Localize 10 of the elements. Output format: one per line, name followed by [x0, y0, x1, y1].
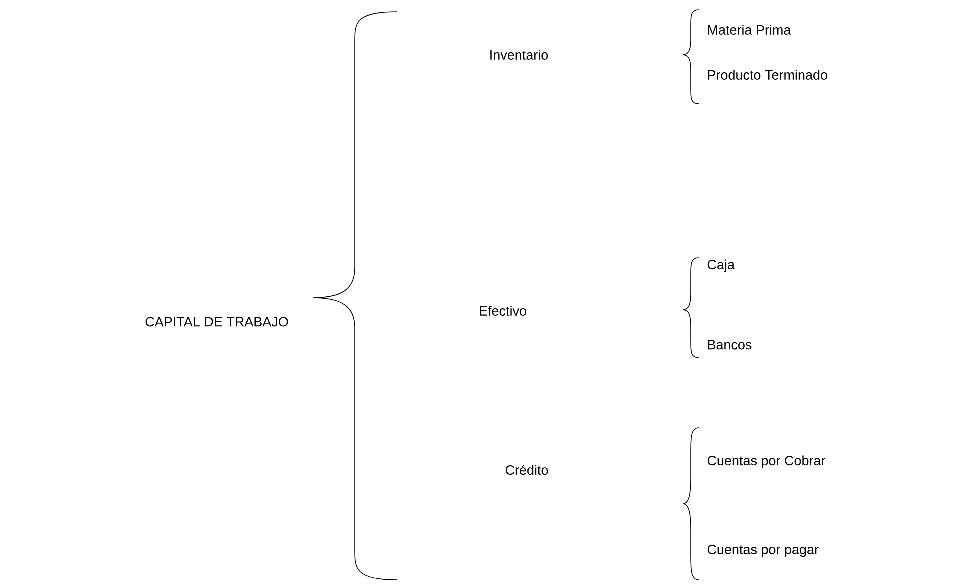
item-label: Bancos [708, 340, 752, 350]
root-label: CAPITAL DE TRABAJO [146, 317, 288, 327]
item-label: Cuentas por Cobrar [708, 456, 826, 468]
item-label: Materia Prima [708, 25, 792, 35]
item-label: Inventario [490, 50, 548, 60]
item-label: Cuentas por pagar [708, 544, 819, 558]
item-label: Crédito [506, 464, 548, 476]
item-label: Caja [708, 260, 735, 272]
item-label: Efectivo [480, 306, 526, 316]
item-label: Producto Terminado [708, 70, 828, 80]
